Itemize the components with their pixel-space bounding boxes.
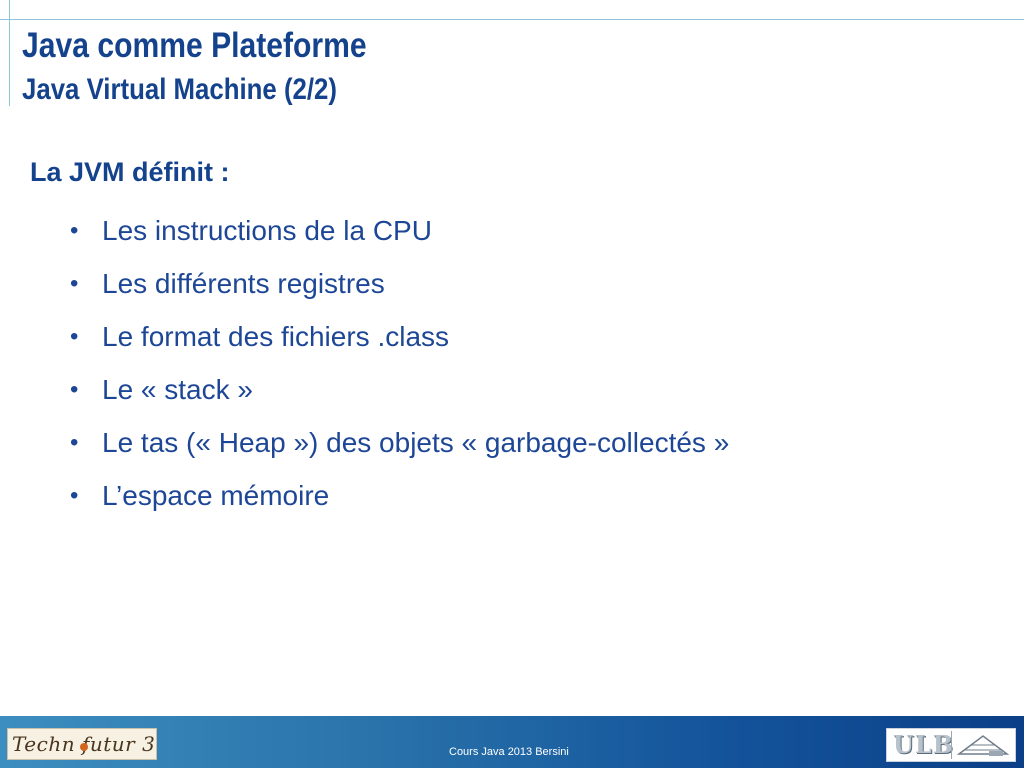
bullet-item: • Le « stack » bbox=[30, 363, 990, 416]
bullet-item: • L’espace mémoire bbox=[30, 469, 990, 522]
footer-bar: Techn futur 3 Cours Java 2013 Bersini UL… bbox=[0, 716, 1024, 768]
bullet-dot-icon: • bbox=[70, 270, 79, 297]
bullet-item: • Les différents registres bbox=[30, 257, 990, 310]
top-accent-line bbox=[0, 19, 1024, 20]
ulb-logo-text: ULB bbox=[893, 730, 955, 759]
bullet-text: Les instructions de la CPU bbox=[102, 215, 432, 246]
bullet-item: • Le tas (« Heap ») des objets « garbage… bbox=[30, 416, 990, 469]
bullet-text: Le « stack » bbox=[102, 374, 253, 405]
bullet-item: • Les instructions de la CPU bbox=[30, 204, 990, 257]
technofutur3-logo-dot bbox=[80, 743, 88, 751]
ulb-logo-separator bbox=[951, 731, 952, 759]
bullet-dot-icon: • bbox=[70, 429, 79, 456]
ulb-logo-icon: ULB bbox=[886, 728, 1016, 762]
slide-content: La JVM définit : • Les instructions de l… bbox=[30, 152, 990, 522]
bullet-dot-icon: • bbox=[70, 376, 79, 403]
footer-text: Cours Java 2013 Bersini bbox=[449, 746, 569, 758]
bullet-list: • Les instructions de la CPU • Les diffé… bbox=[30, 204, 990, 522]
bullet-text: Le format des fichiers .class bbox=[102, 321, 450, 352]
bullet-text: L’espace mémoire bbox=[102, 480, 330, 511]
ulb-emblem-icon bbox=[956, 735, 1010, 756]
bullet-dot-icon: • bbox=[70, 323, 79, 350]
bullet-dot-icon: • bbox=[70, 217, 79, 244]
bullet-item: • Le format des fichiers .class bbox=[30, 310, 990, 363]
bullet-text: Le tas (« Heap ») des objets « garbage-c… bbox=[102, 427, 730, 458]
technofutur3-logo-icon: Techn futur 3 bbox=[7, 728, 157, 760]
bullet-text: Les différents registres bbox=[102, 268, 385, 299]
slide-subtitle: Java Virtual Machine (2/2) bbox=[22, 73, 338, 106]
left-accent-line bbox=[9, 0, 10, 106]
slide-title: Java comme Plateforme bbox=[22, 26, 367, 65]
bullet-dot-icon: • bbox=[70, 482, 79, 509]
content-heading: La JVM définit : bbox=[30, 157, 230, 187]
